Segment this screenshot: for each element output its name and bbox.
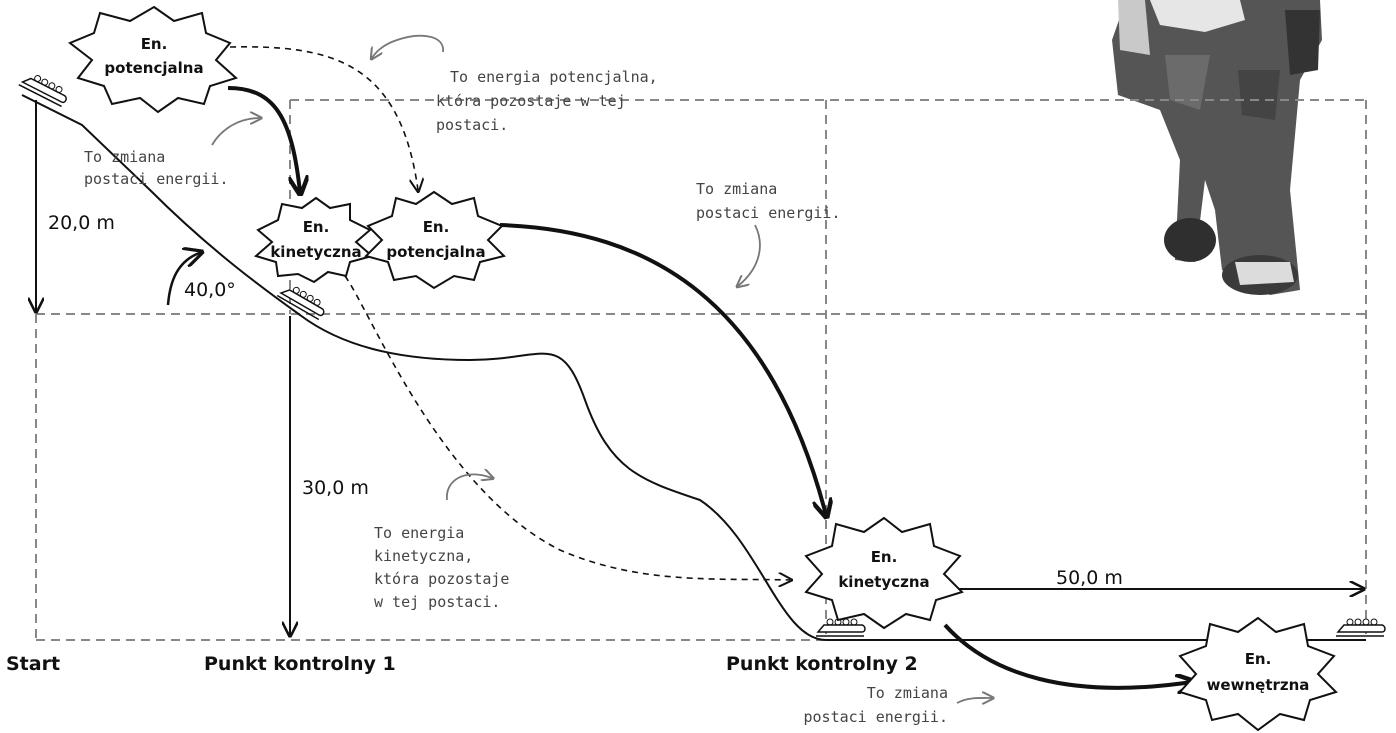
bobsled-end: [1336, 618, 1386, 637]
burst-kinetic-cp1: En. kinetyczna: [253, 196, 375, 284]
burst-label-line2: kinetyczna: [270, 243, 361, 261]
note-line: To zmiana: [696, 180, 777, 198]
note-change-2: To zmiana postaci energii.: [696, 180, 841, 222]
note-arrow-2: [211, 118, 260, 146]
note-line: To energia: [374, 524, 464, 542]
angle-arrow: [166, 252, 202, 306]
note-line: postaci energii.: [696, 204, 841, 222]
burst-label-line1: En.: [303, 218, 330, 236]
burst-shape: [364, 190, 506, 290]
note-arrow-3: [738, 224, 761, 286]
note-arrow-1: [372, 34, 444, 58]
distance-label: 50,0 m: [1056, 567, 1123, 589]
label-start: Start: [6, 653, 60, 675]
flow-arrow-kinetic-stays: [344, 275, 790, 580]
burst-label-line1: En.: [423, 218, 450, 236]
note-change-1: To zmiana postaci energii.: [84, 148, 229, 188]
flow-arrow-potential-to-kinetic-2: [499, 223, 826, 515]
flow-arrow-potential-stays: [229, 46, 418, 190]
note-potential-stays: To energia potencjalna, która pozostaje …: [436, 68, 658, 134]
note-arrow-5: [956, 698, 992, 703]
burst-shape: [804, 516, 964, 630]
burst-internal: En. wewnętrzna: [1178, 616, 1338, 732]
note-kinetic-stays: To energia kinetyczna, która pozostaje w…: [374, 524, 509, 611]
burst-label-line1: En.: [141, 35, 168, 53]
burst-potential-cp1: En. potencjalna: [364, 190, 506, 290]
note-line: To energia potencjalna,: [450, 68, 658, 86]
note-change-3: To zmiana postaci energii.: [804, 684, 949, 726]
flow-arrow-potential-to-kinetic: [227, 86, 300, 192]
note-line: To zmiana: [84, 148, 165, 166]
burst-label-line1: En.: [871, 548, 898, 566]
note-line: postaci energii.: [84, 170, 229, 188]
burst-kinetic-cp2: En. kinetyczna: [804, 516, 964, 630]
bobsled-checkpoint-1: [276, 286, 325, 321]
bobsled-checkpoint-2: [816, 618, 866, 637]
label-checkpoint-2: Punkt kontrolny 2: [726, 653, 918, 675]
note-line: która pozostaje w tej: [436, 92, 626, 110]
note-line: To zmiana: [867, 684, 948, 702]
bobsled-track: [21, 94, 1366, 641]
label-checkpoint-1: Punkt kontrolny 1: [204, 653, 396, 675]
height-1-label: 20,0 m: [48, 212, 115, 234]
burst-label-line2: kinetyczna: [838, 573, 929, 591]
burst-potential-start: En. potencjalna: [68, 5, 238, 114]
note-line: postaci.: [436, 116, 508, 134]
note-line: kinetyczna,: [374, 547, 473, 565]
burst-shape: [1178, 616, 1338, 732]
burst-shape: [68, 5, 238, 114]
flow-arrow-kinetic-to-internal: [943, 623, 1192, 688]
height-2-label: 30,0 m: [302, 477, 369, 499]
note-arrow-4: [446, 474, 492, 501]
burst-label-line2: wewnętrzna: [1207, 676, 1310, 694]
burst-shape: [253, 196, 375, 284]
burst-label-line2: potencjalna: [386, 243, 485, 261]
note-line: która pozostaje: [374, 570, 509, 588]
note-line: w tej postaci.: [374, 593, 500, 611]
burst-label-line1: En.: [1245, 650, 1272, 668]
bobsled-start: [18, 75, 67, 108]
snowboarder-photo: [1112, 0, 1322, 295]
note-line: postaci energii.: [804, 708, 949, 726]
angle-label: 40,0°: [184, 279, 236, 301]
burst-label-line2: potencjalna: [104, 59, 203, 77]
